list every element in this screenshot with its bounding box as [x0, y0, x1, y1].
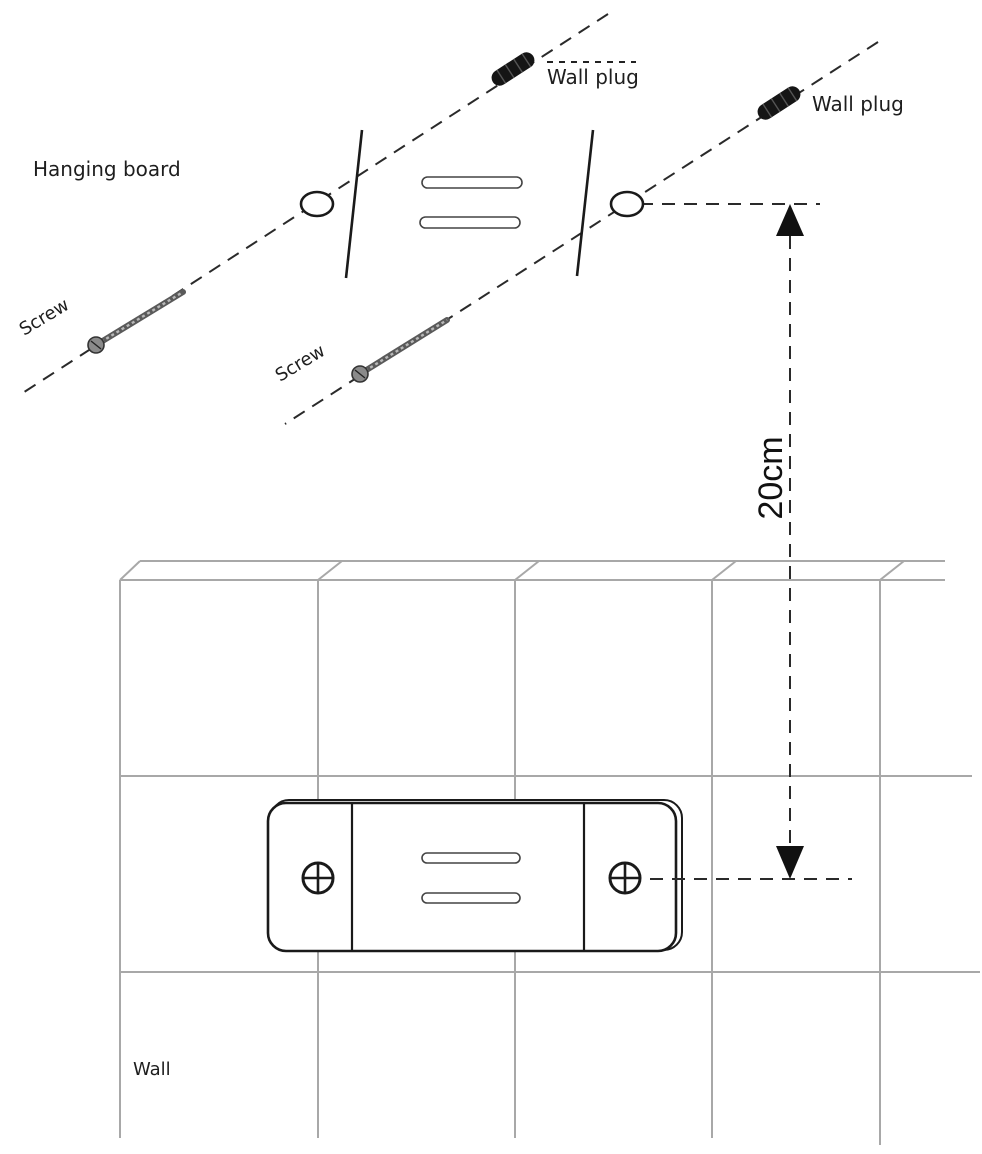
arrow-up-icon	[776, 204, 804, 236]
board-body	[266, 801, 678, 953]
screw-head-icon	[301, 861, 335, 895]
screw-label: Screw	[272, 340, 329, 386]
mounting-hole	[609, 190, 645, 218]
wall-plug-icon	[491, 52, 535, 86]
tile-corner-bevel	[119, 560, 141, 581]
exploded-view	[17, 13, 879, 425]
screw-icon	[87, 289, 186, 354]
wall-plug-label: Wall plug	[547, 65, 639, 89]
dimension-indicator: 20cm	[640, 203, 852, 880]
hanging-board-label: Hanging board	[33, 157, 181, 181]
board-edge-right	[575, 129, 595, 277]
arrow-down-icon	[776, 846, 804, 879]
screw-icon	[351, 317, 450, 383]
tile-corner-bevel	[711, 560, 737, 581]
wall-plug-icon	[757, 86, 801, 120]
board-slot	[421, 892, 521, 904]
wall-plug-label: Wall plug	[812, 92, 904, 116]
screw-label: Screw	[16, 294, 73, 340]
board-slot	[421, 852, 521, 864]
board-slot	[419, 216, 521, 229]
mounted-hanging-board	[266, 799, 683, 953]
mounting-hole	[299, 190, 335, 218]
tile-corner-bevel	[317, 560, 343, 581]
board-edge-left	[344, 129, 364, 279]
wall-label: Wall	[133, 1059, 171, 1080]
board-slot	[421, 176, 523, 189]
screw-head-icon	[608, 861, 642, 895]
wall-tile-grid	[119, 560, 980, 1145]
dimension-label: 20cm	[752, 436, 790, 519]
tile-corner-bevel	[879, 560, 905, 581]
tile-corner-bevel	[514, 560, 540, 581]
